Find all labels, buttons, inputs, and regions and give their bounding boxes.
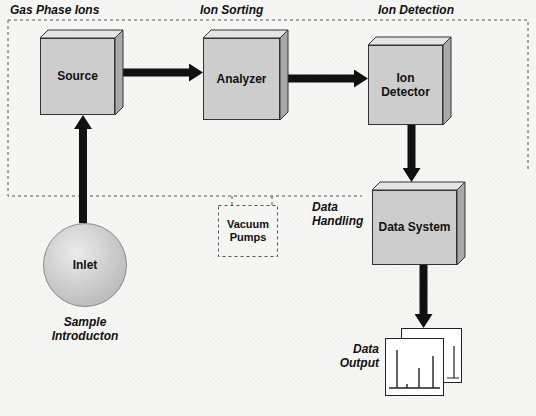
box-side-face xyxy=(443,37,451,125)
analyzer-box: AnalyzerIon Sorting xyxy=(203,30,288,120)
circle-label: Inlet xyxy=(73,258,98,272)
vacuum-box: Vacuum Pumps xyxy=(218,205,278,257)
node-body: Inlet xyxy=(43,223,127,307)
section-heading: Ion Detection xyxy=(378,3,508,17)
inlet-sphere xyxy=(44,224,127,307)
section-label: Data Handling xyxy=(312,200,368,229)
flow-arrow xyxy=(123,69,189,77)
flow-arrow xyxy=(79,129,87,223)
section-heading: Ion Sorting xyxy=(200,3,320,17)
node-body: Analyzer xyxy=(203,38,280,120)
box-top-face xyxy=(372,182,465,190)
section-heading: Gas Phase Ions xyxy=(10,3,140,17)
dashed-outline xyxy=(219,206,278,257)
vacuum-line xyxy=(232,196,272,205)
flow-arrow xyxy=(420,265,428,314)
node-body: Source xyxy=(40,38,115,115)
windows-outline xyxy=(385,328,462,396)
box-label: Data System xyxy=(378,220,450,234)
node-body: Ion Detector xyxy=(368,45,443,125)
box-top-face xyxy=(368,37,451,45)
box-label: Analyzer xyxy=(216,72,266,86)
node-body: Vacuum Pumps xyxy=(218,205,278,257)
data-output-icon: Data Output xyxy=(385,328,462,396)
box-side-face xyxy=(280,30,288,120)
box-top-face xyxy=(203,30,288,38)
box-label: Ion Detector xyxy=(371,71,440,100)
front-window xyxy=(386,339,444,396)
box-side-face xyxy=(457,182,465,265)
flow-arrow xyxy=(288,75,354,83)
box-label: Vacuum Pumps xyxy=(221,218,275,244)
box-label: Source xyxy=(57,69,98,83)
box-front-face xyxy=(204,39,280,120)
source-box: SourceGas Phase Ions xyxy=(40,30,123,115)
box-top-face xyxy=(40,30,123,38)
data-system-box: Data SystemData Handling xyxy=(372,182,465,265)
node-body: Data System xyxy=(372,190,457,265)
box-front-face xyxy=(369,46,443,125)
box-front-face xyxy=(373,191,457,265)
section-label: Data Output xyxy=(327,342,379,371)
detector-box: Ion DetectorIon Detection xyxy=(368,37,451,125)
sample-caption: Sample Introducton xyxy=(45,315,125,344)
box-side-face xyxy=(115,30,123,115)
box-front-face xyxy=(41,39,115,115)
inlet-circle: InletSample Introducton xyxy=(43,223,127,307)
flow-arrow xyxy=(408,125,416,168)
